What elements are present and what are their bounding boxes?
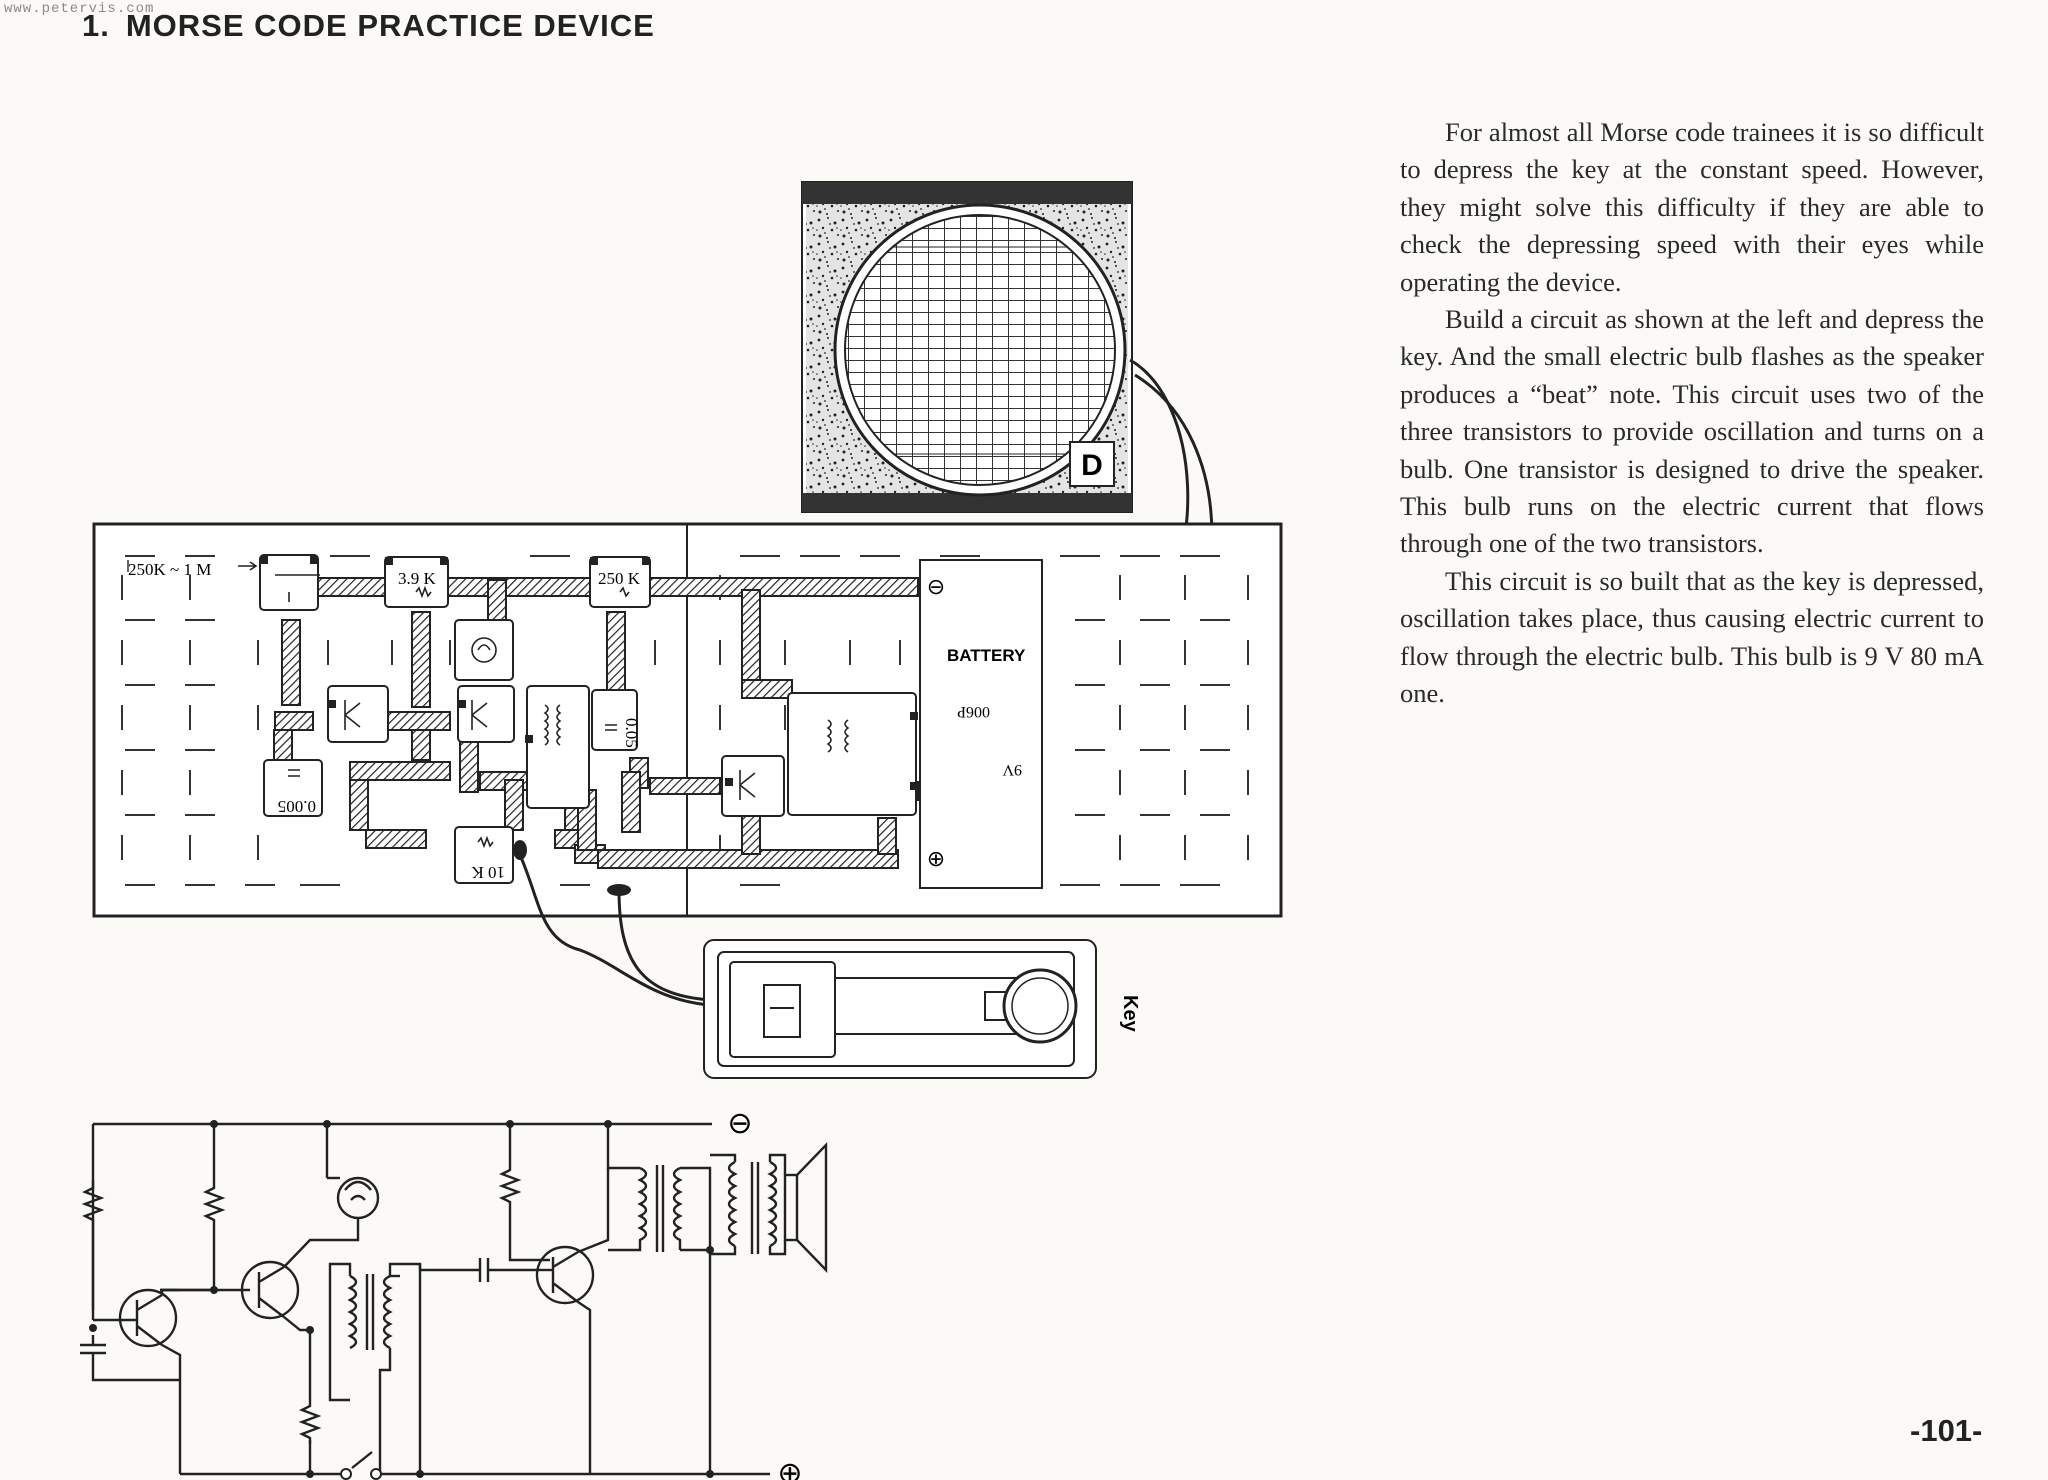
transistor-2-module	[457, 685, 515, 743]
transformer-1-module	[526, 685, 590, 809]
page-number: -101-	[1910, 1413, 1983, 1448]
speaker-logo: D	[1081, 449, 1103, 482]
battery-plus-terminal: ⊕	[927, 846, 945, 871]
resistor-250k-label: 250 K	[598, 569, 641, 588]
key-wires	[518, 854, 711, 1007]
resistor-3-9k-module	[384, 556, 449, 608]
transistor-1-module	[327, 685, 389, 743]
speaker-grill	[844, 214, 1116, 486]
potentiometer-module	[259, 554, 319, 611]
schematic-plus-terminal: ⊕	[777, 1457, 802, 1480]
resistor-250k-module	[589, 556, 651, 608]
connection-bars	[273, 577, 919, 869]
resistor-10k-module	[454, 826, 514, 884]
description: For almost all Morse code trainees it is…	[1400, 114, 1984, 713]
board-grid	[121, 555, 1249, 886]
resistor-3-9k-label: 3.9 K	[398, 569, 437, 588]
key-label: Key	[1119, 995, 1141, 1033]
morse-key: Key	[703, 939, 1141, 1079]
output-transformer-module	[787, 692, 917, 816]
component-modules	[259, 554, 917, 884]
bulb-module	[454, 619, 514, 681]
battery-code-label: 006P	[957, 703, 990, 720]
capacitor-0-05-label: 0.05	[622, 718, 641, 748]
capacitor-0-005-module	[263, 759, 323, 817]
battery-minus-terminal: ⊖	[927, 574, 945, 599]
section-title: MORSE CODE PRACTICE DEVICE	[125, 8, 655, 43]
speaker: D	[801, 181, 1133, 513]
battery-label: BATTERY	[947, 646, 1026, 665]
page-title: 1. MORSE CODE PRACTICE DEVICE	[82, 8, 655, 44]
section-number: 1.	[82, 8, 110, 43]
battery: BATTERY 006P 9V ⊖ ⊕	[919, 559, 1043, 889]
schematic-minus-terminal: ⊖	[727, 1107, 752, 1140]
transistor-3-module	[721, 755, 785, 817]
paragraph-3: This circuit is so built that as the key…	[1400, 565, 1984, 709]
battery-voltage-label: 9V	[1002, 761, 1022, 778]
watermark: www.petervis.com	[4, 1, 155, 17]
paragraph-1: For almost all Morse code trainees it is…	[1400, 117, 1984, 297]
schematic	[80, 1122, 828, 1476]
terminal-dots	[260, 556, 918, 896]
paragraph-2: Build a circuit as shown at the left and…	[1400, 304, 1984, 559]
pot-range-label: 250K ~ 1 M	[128, 560, 211, 579]
resistor-10k-label: 10 K	[471, 863, 505, 882]
capacitor-0-05-module	[591, 689, 638, 751]
breadboard: 250K ~ 1 M 3.9 K 250 K 0.005 0.05 10 K B…	[92, 522, 1283, 1007]
capacitor-0-005-label: 0.005	[278, 797, 316, 816]
